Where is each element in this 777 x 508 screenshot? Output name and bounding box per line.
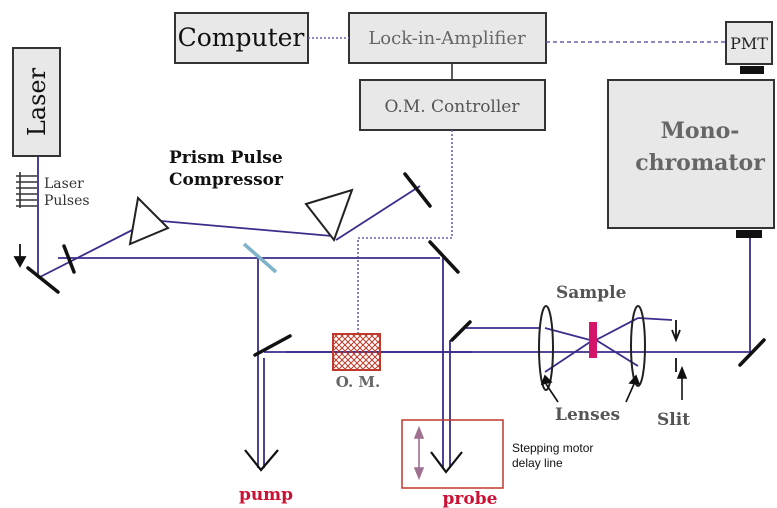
lenses-arrows	[540, 374, 641, 403]
lock-in-amplifier-box: Lock-in-Amplifier	[348, 12, 547, 64]
monochromator-box: Mono- chromator	[607, 79, 775, 238]
om-controller-label: O.M. Controller	[384, 97, 520, 117]
slit-icon	[671, 320, 681, 372]
lenses-label: Lenses	[555, 405, 620, 425]
laser-box: Laser	[12, 47, 61, 157]
stepping-label-1: Stepping motor	[512, 441, 593, 455]
signal-lines	[308, 37, 726, 335]
delay-line-double-arrow	[413, 425, 425, 481]
prism-label-1: Prism Pulse	[169, 148, 283, 168]
mirror-6	[450, 320, 472, 342]
mirror-3	[403, 172, 432, 208]
beamsplitter	[242, 242, 278, 274]
sample	[589, 322, 597, 358]
prism-label-2: Compressor	[169, 170, 284, 190]
computer-box: Computer	[174, 12, 309, 64]
mono-label-2: chromator	[635, 150, 765, 176]
pmt-box: PMT	[725, 21, 773, 74]
slit-arrow	[676, 365, 688, 400]
delay-line-box	[401, 419, 504, 489]
lens-2	[630, 305, 646, 387]
pump-label: pump	[239, 485, 293, 505]
optical-modulator	[332, 333, 381, 371]
mirror-7	[738, 338, 766, 367]
prism-1	[128, 195, 170, 246]
sample-label: Sample	[556, 283, 627, 303]
mirror-5	[253, 334, 292, 357]
om-controller-box: O.M. Controller	[359, 79, 546, 131]
mono-label-1: Mono-	[661, 118, 740, 144]
mirrors	[26, 172, 766, 367]
lock-in-label: Lock-in-Amplifier	[368, 28, 526, 49]
down-arrow-icon	[13, 244, 27, 268]
pmt-label: PMT	[730, 34, 768, 53]
stepping-label-2: delay line	[512, 456, 563, 470]
laser-pulses-label-2: Pulses	[44, 193, 90, 209]
mirror-1	[26, 266, 60, 294]
mirror-2	[62, 244, 76, 274]
mirror-4	[428, 240, 460, 274]
computer-label: Computer	[178, 23, 305, 52]
om-label: O. M.	[336, 373, 380, 391]
prism-2	[304, 188, 354, 243]
laser-pulses-label-1: Laser	[44, 176, 84, 192]
slit-label: Slit	[657, 410, 690, 430]
laser-label: Laser	[23, 67, 51, 136]
laser-pulses-icon	[16, 172, 37, 208]
probe-retroreflector	[430, 451, 463, 474]
pump-retroreflector	[244, 449, 279, 472]
lens-1	[538, 305, 554, 391]
probe-label: probe	[443, 489, 498, 508]
